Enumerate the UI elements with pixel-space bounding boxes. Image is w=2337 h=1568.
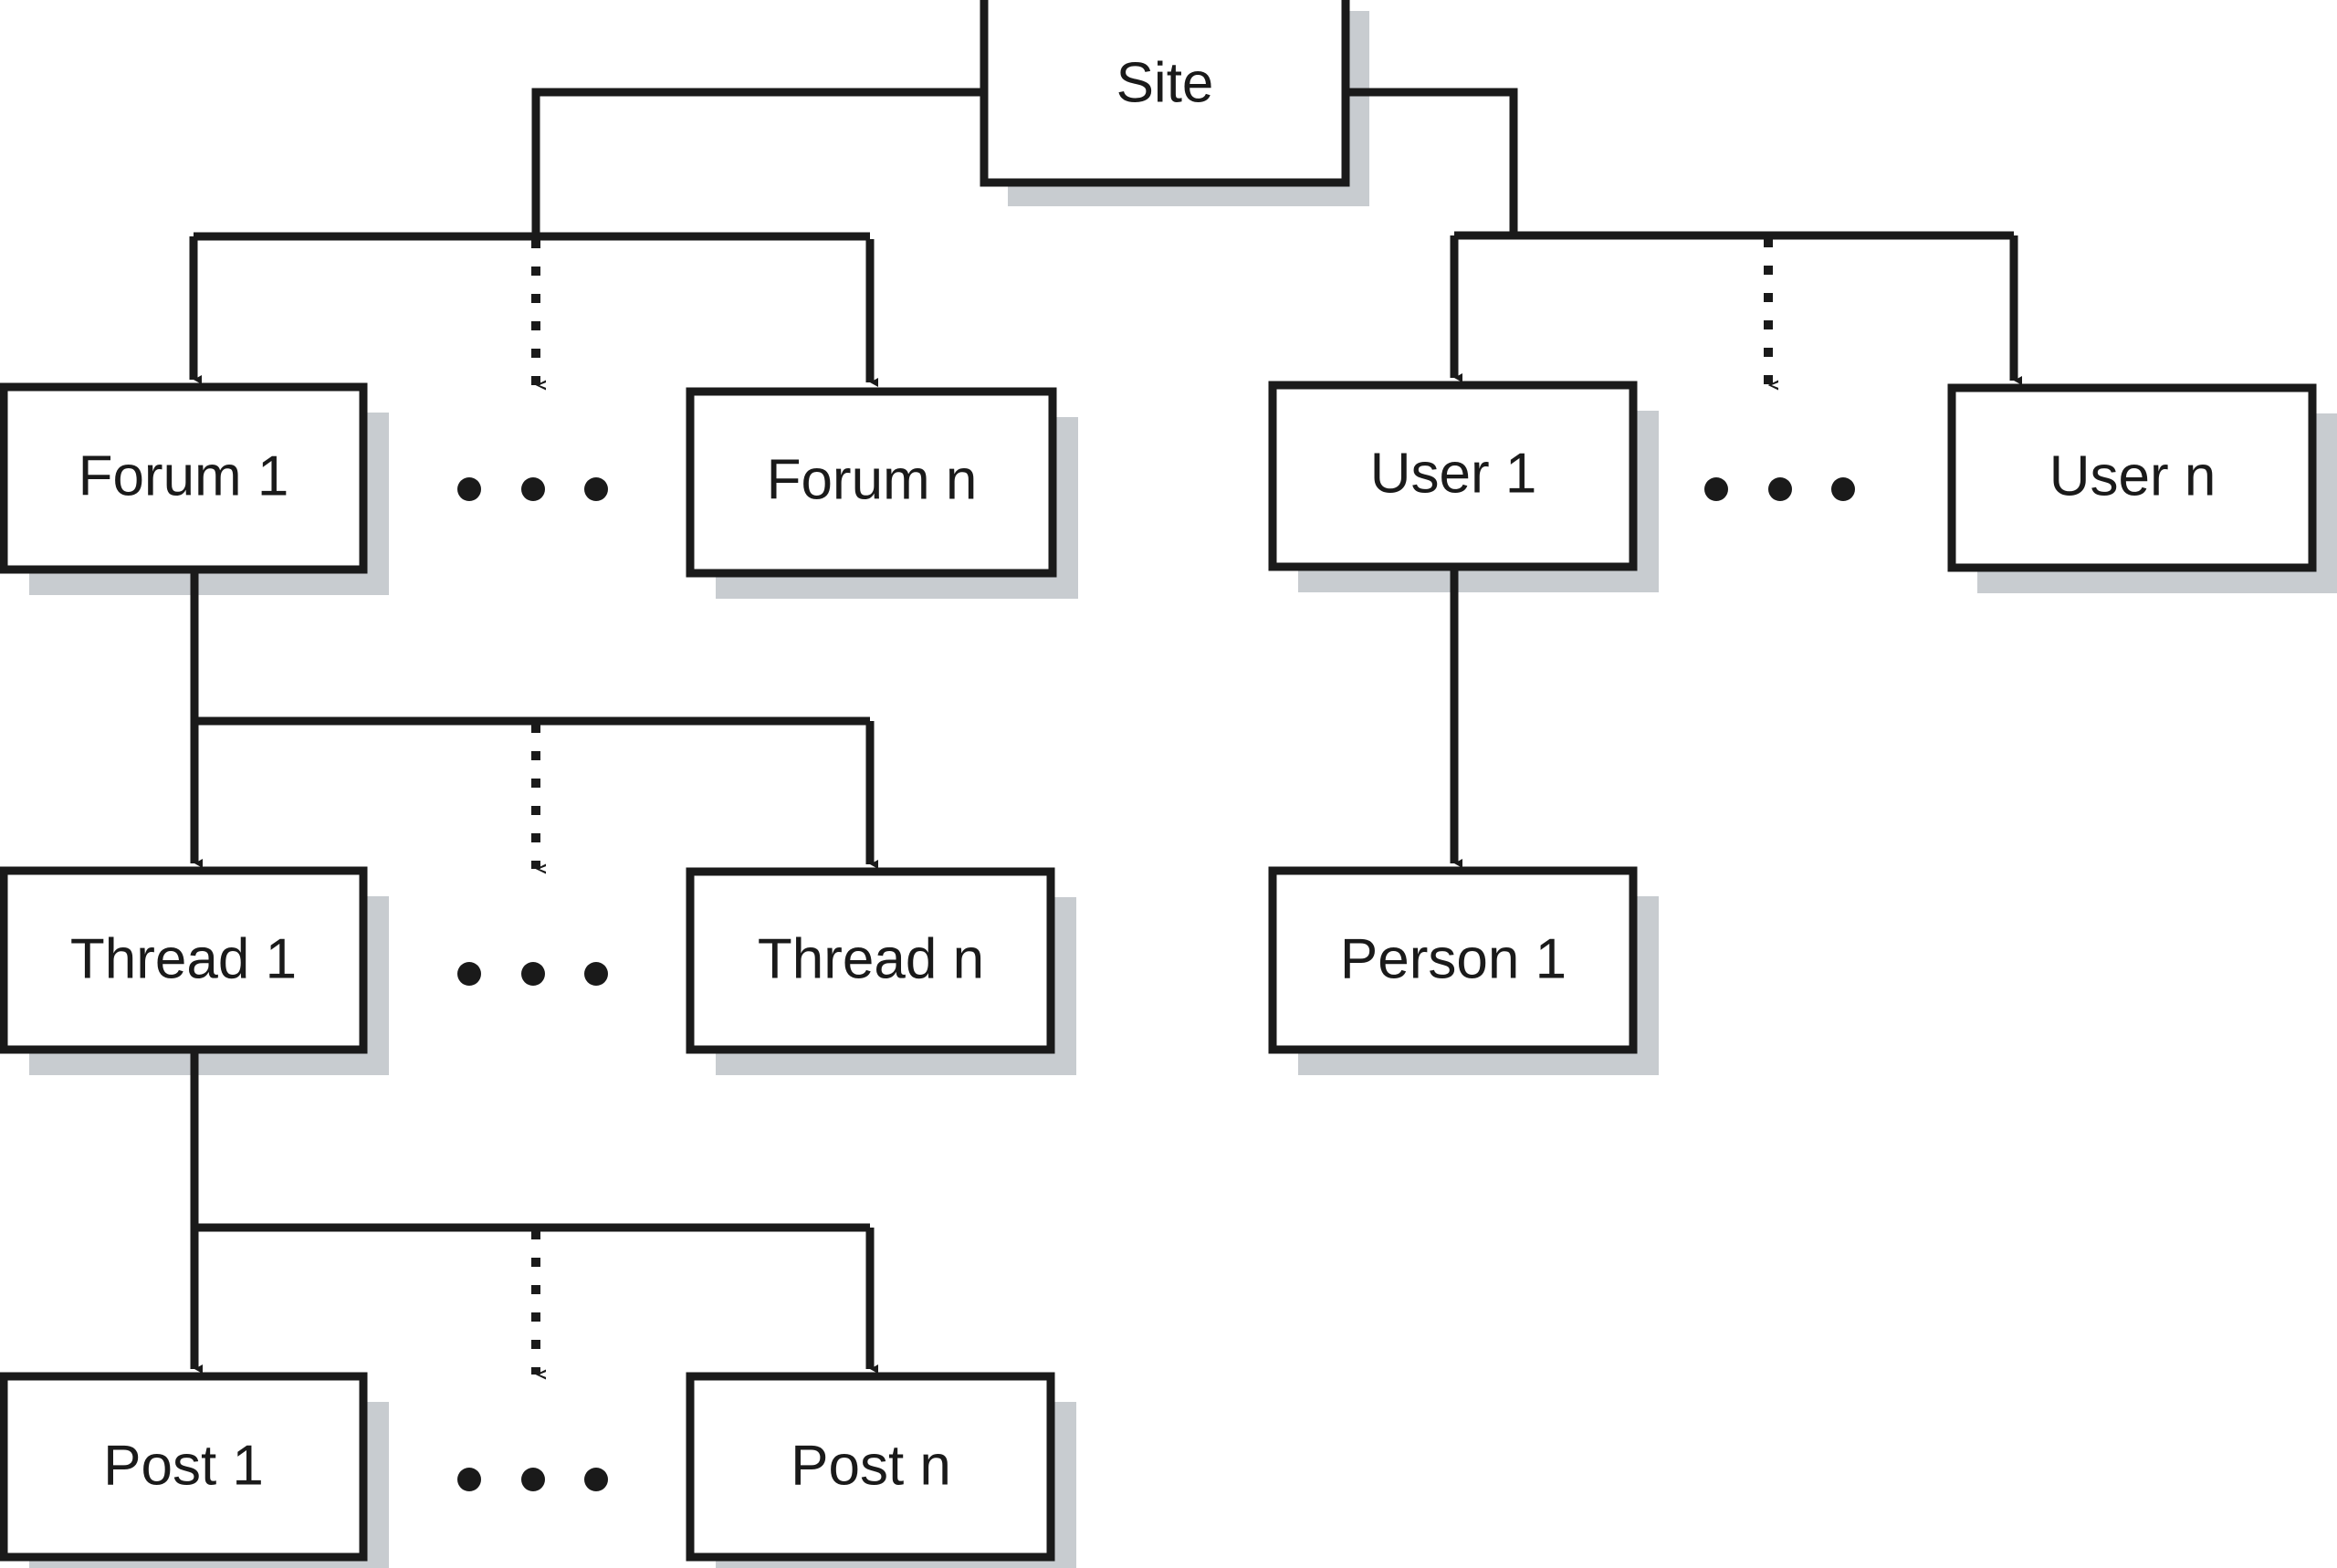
node-box-threadn[interactable] bbox=[686, 867, 1055, 1054]
ellipsis-dot bbox=[457, 1468, 481, 1491]
node-box-post1[interactable] bbox=[0, 1372, 368, 1562]
node-box-user1[interactable] bbox=[1268, 381, 1638, 571]
node-label-person1: Person 1 bbox=[1340, 927, 1567, 990]
node-box-forumn[interactable] bbox=[686, 387, 1057, 578]
node-label-site: Site bbox=[1116, 51, 1214, 114]
forum-ellipsis bbox=[457, 477, 608, 501]
node-label-postn: Post n bbox=[791, 1434, 951, 1497]
node-label-user1: User 1 bbox=[1370, 442, 1537, 505]
node-box-forum1[interactable] bbox=[0, 382, 368, 574]
ellipsis-dot bbox=[1768, 477, 1792, 501]
ellipsis-dots bbox=[457, 477, 1855, 1491]
ellipsis-dot bbox=[457, 477, 481, 501]
node-box-site[interactable] bbox=[980, 0, 1350, 187]
ellipsis-dot bbox=[521, 962, 545, 986]
edge-site-to-user-bus bbox=[1346, 88, 1518, 235]
ellipsis-dot bbox=[584, 962, 608, 986]
node-box-postn[interactable] bbox=[686, 1372, 1055, 1562]
ellipsis-dot bbox=[1831, 477, 1855, 501]
ellipsis-dot bbox=[584, 1468, 608, 1491]
node-box-thread1[interactable] bbox=[0, 866, 368, 1054]
node-labels: Site Forum 1 Forum n User 1 User n Threa… bbox=[70, 51, 2216, 1497]
ellipsis-dot bbox=[457, 962, 481, 986]
node-label-forumn: Forum n bbox=[767, 448, 978, 511]
ellipsis-dot bbox=[521, 477, 545, 501]
node-box-usern[interactable] bbox=[1947, 383, 2317, 572]
ellipsis-dot bbox=[1704, 477, 1728, 501]
thread-ellipsis bbox=[457, 962, 608, 986]
ellipsis-dot bbox=[521, 1468, 545, 1491]
node-label-post1: Post 1 bbox=[103, 1434, 264, 1497]
node-label-thread1: Thread 1 bbox=[70, 927, 297, 990]
user-ellipsis bbox=[1704, 477, 1855, 501]
node-label-forum1: Forum 1 bbox=[79, 444, 289, 507]
node-label-threadn: Thread n bbox=[758, 927, 984, 990]
edge-site-to-forum-bus bbox=[531, 88, 984, 236]
node-box-person1[interactable] bbox=[1268, 866, 1638, 1054]
ellipsis-dot bbox=[584, 477, 608, 501]
node-label-usern: User n bbox=[2049, 444, 2216, 507]
post-ellipsis bbox=[457, 1468, 608, 1491]
box-shadows bbox=[29, 11, 2337, 1568]
connectors bbox=[189, 88, 2022, 1374]
